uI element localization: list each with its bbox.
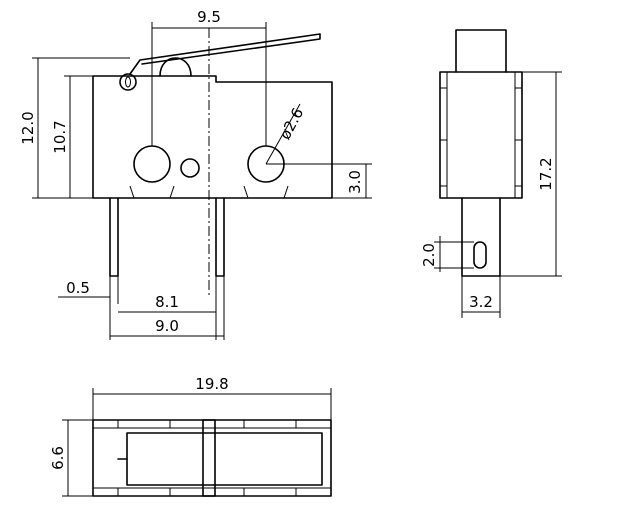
side-body: [439, 71, 523, 199]
bottom-rib-right: [243, 420, 297, 496]
front-view: 9.5 12.0 10.7 ø2.6 3.0 0.5 8.1 9.0: [19, 8, 372, 340]
side-plunger: [455, 29, 507, 73]
dim-label-12-0: 12.0: [19, 111, 37, 144]
dim-label-3-2: 3.2: [469, 293, 493, 311]
bottom-lever-outline: [126, 432, 323, 486]
front-body-outline: [92, 75, 333, 199]
dim-label-6-6: 6.6: [49, 446, 67, 470]
dim-label-8-1: 8.1: [155, 293, 179, 311]
dim-label-10-7: 10.7: [51, 120, 69, 153]
dim-label-9-0: 9.0: [155, 317, 179, 335]
lever-pivot: [119, 73, 137, 91]
bottom-terminal-strip: [202, 419, 216, 497]
dim-label-19-8: 19.8: [195, 375, 228, 393]
boss-left: [129, 185, 175, 199]
terminal-right: [215, 197, 225, 277]
mounting-hole-left: [133, 145, 171, 183]
terminal-left: [109, 197, 119, 277]
lever-arm: [129, 33, 321, 75]
side-terminal: [461, 197, 501, 277]
dim-label-3-0: 3.0: [346, 170, 364, 194]
plunger-dome: [159, 57, 192, 77]
bottom-view: 19.8 6.6: [49, 375, 332, 497]
dim-label-2-0: 2.0: [420, 243, 438, 267]
boss-right: [243, 185, 289, 199]
dim-label-17-2: 17.2: [537, 157, 555, 190]
dim-label-0-5: 0.5: [66, 279, 90, 297]
dim-label-hole-diameter: ø2.6: [276, 105, 307, 143]
side-view: 17.2 2.0 3.2: [420, 29, 562, 318]
side-terminal-slot: [473, 241, 487, 269]
bottom-rib-left: [117, 420, 171, 496]
lever-pivot-slot: [125, 76, 131, 88]
centre-hole: [180, 158, 200, 178]
leader-hole-diameter: [265, 103, 301, 165]
dim-label-9-5: 9.5: [197, 8, 221, 26]
